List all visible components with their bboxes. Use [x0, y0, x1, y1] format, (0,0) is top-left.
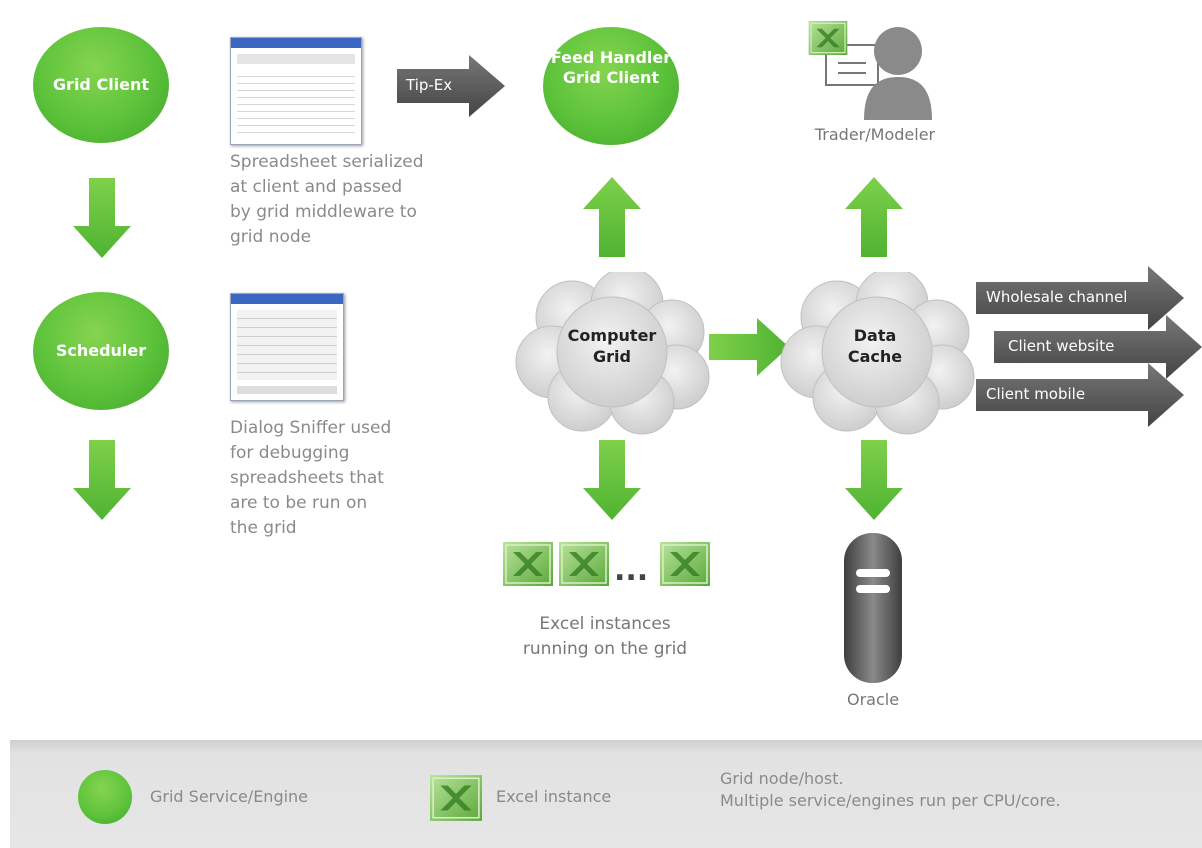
arrow-right-icon — [709, 318, 789, 376]
excel-ellipsis: ... — [614, 553, 649, 588]
client-website-label: Client website — [1008, 337, 1115, 355]
trader-user-icon — [808, 21, 932, 120]
computer-grid-cloud-icon — [515, 272, 710, 435]
legend-excel-label: Excel instance — [496, 787, 612, 806]
client-mobile-label: Client mobile — [986, 385, 1086, 403]
spreadsheet-screenshot — [230, 37, 362, 145]
scheduler-node: Scheduler — [33, 292, 169, 410]
arrow-down-icon — [583, 440, 641, 520]
legend-panel: Grid Service/Engine Excel instance Grid … — [10, 740, 1202, 848]
spreadsheet-caption-line: by grid middleware to — [230, 202, 417, 222]
excel-instance-icon — [660, 542, 710, 586]
arrow-down-icon — [73, 178, 131, 258]
wholesale-channel-arrow: Wholesale channel — [976, 266, 1184, 330]
excel-instance-icon — [503, 542, 553, 586]
excel-instances-caption: Excel instances running on the grid — [480, 612, 730, 662]
legend-node-label: Grid node/host. Multiple service/engines… — [720, 768, 1061, 812]
client-website-arrow: Client website — [994, 315, 1202, 379]
spreadsheet-caption-line: Spreadsheet serialized — [230, 152, 424, 172]
computer-grid-label-line1: Computer — [567, 326, 657, 345]
excel-instance-icon — [559, 542, 609, 586]
legend-service-swatch — [78, 770, 132, 824]
scheduler-label: Scheduler — [55, 341, 147, 360]
feed-handler-node: Feed Handler Grid Client — [543, 27, 679, 145]
data-cache-label-line2: Cache — [847, 347, 903, 366]
spreadsheet-caption-line: at client and passed — [230, 177, 403, 197]
dialog-caption-line: spreadsheets that — [230, 468, 384, 488]
arrow-up-icon — [583, 177, 641, 257]
wholesale-channel-label: Wholesale channel — [986, 288, 1128, 306]
computer-grid-label: Computer Grid — [542, 325, 682, 367]
dialog-sniffer-screenshot — [230, 293, 344, 401]
grid-client-label: Grid Client — [52, 75, 150, 94]
legend-node-line2: Multiple service/engines run per CPU/cor… — [720, 791, 1061, 810]
arrow-down-icon — [845, 440, 903, 520]
spreadsheet-caption: Spreadsheet serialized at client and pas… — [230, 150, 424, 250]
dialog-sniffer-caption: Dialog Sniffer used for debugging spread… — [230, 416, 391, 541]
oracle-label: Oracle — [846, 690, 900, 709]
grid-client-node: Grid Client — [33, 27, 169, 143]
dialog-caption-line: the grid — [230, 518, 297, 538]
dialog-caption-line: Dialog Sniffer used — [230, 418, 392, 438]
spreadsheet-caption-line: grid node — [230, 227, 312, 247]
excel-caption-line: Excel instances — [539, 614, 671, 634]
tip-ex-label: Tip-Ex — [406, 76, 453, 94]
feed-handler-label-line1: Feed Handler — [550, 48, 672, 67]
trader-modeler-label: Trader/Modeler — [814, 125, 936, 144]
data-cache-label-line1: Data — [853, 326, 897, 345]
oracle-database-icon — [844, 533, 902, 683]
arrow-down-icon — [73, 440, 131, 520]
excel-caption-line: running on the grid — [522, 639, 688, 659]
legend-node-line1: Grid node/host. — [720, 769, 844, 788]
arrow-up-icon — [845, 177, 903, 257]
excel-icon — [430, 775, 482, 821]
dialog-caption-line: for debugging — [230, 443, 350, 463]
data-cache-cloud-icon — [780, 272, 975, 435]
tip-ex-arrow: Tip-Ex — [397, 55, 505, 117]
computer-grid-label-line2: Grid — [593, 347, 631, 366]
data-cache-label: Data Cache — [805, 325, 945, 367]
client-mobile-arrow: Client mobile — [976, 363, 1184, 427]
feed-handler-label-line2: Grid Client — [562, 68, 660, 87]
dialog-caption-line: are to be run on — [230, 493, 368, 513]
legend-service-label: Grid Service/Engine — [150, 787, 309, 806]
